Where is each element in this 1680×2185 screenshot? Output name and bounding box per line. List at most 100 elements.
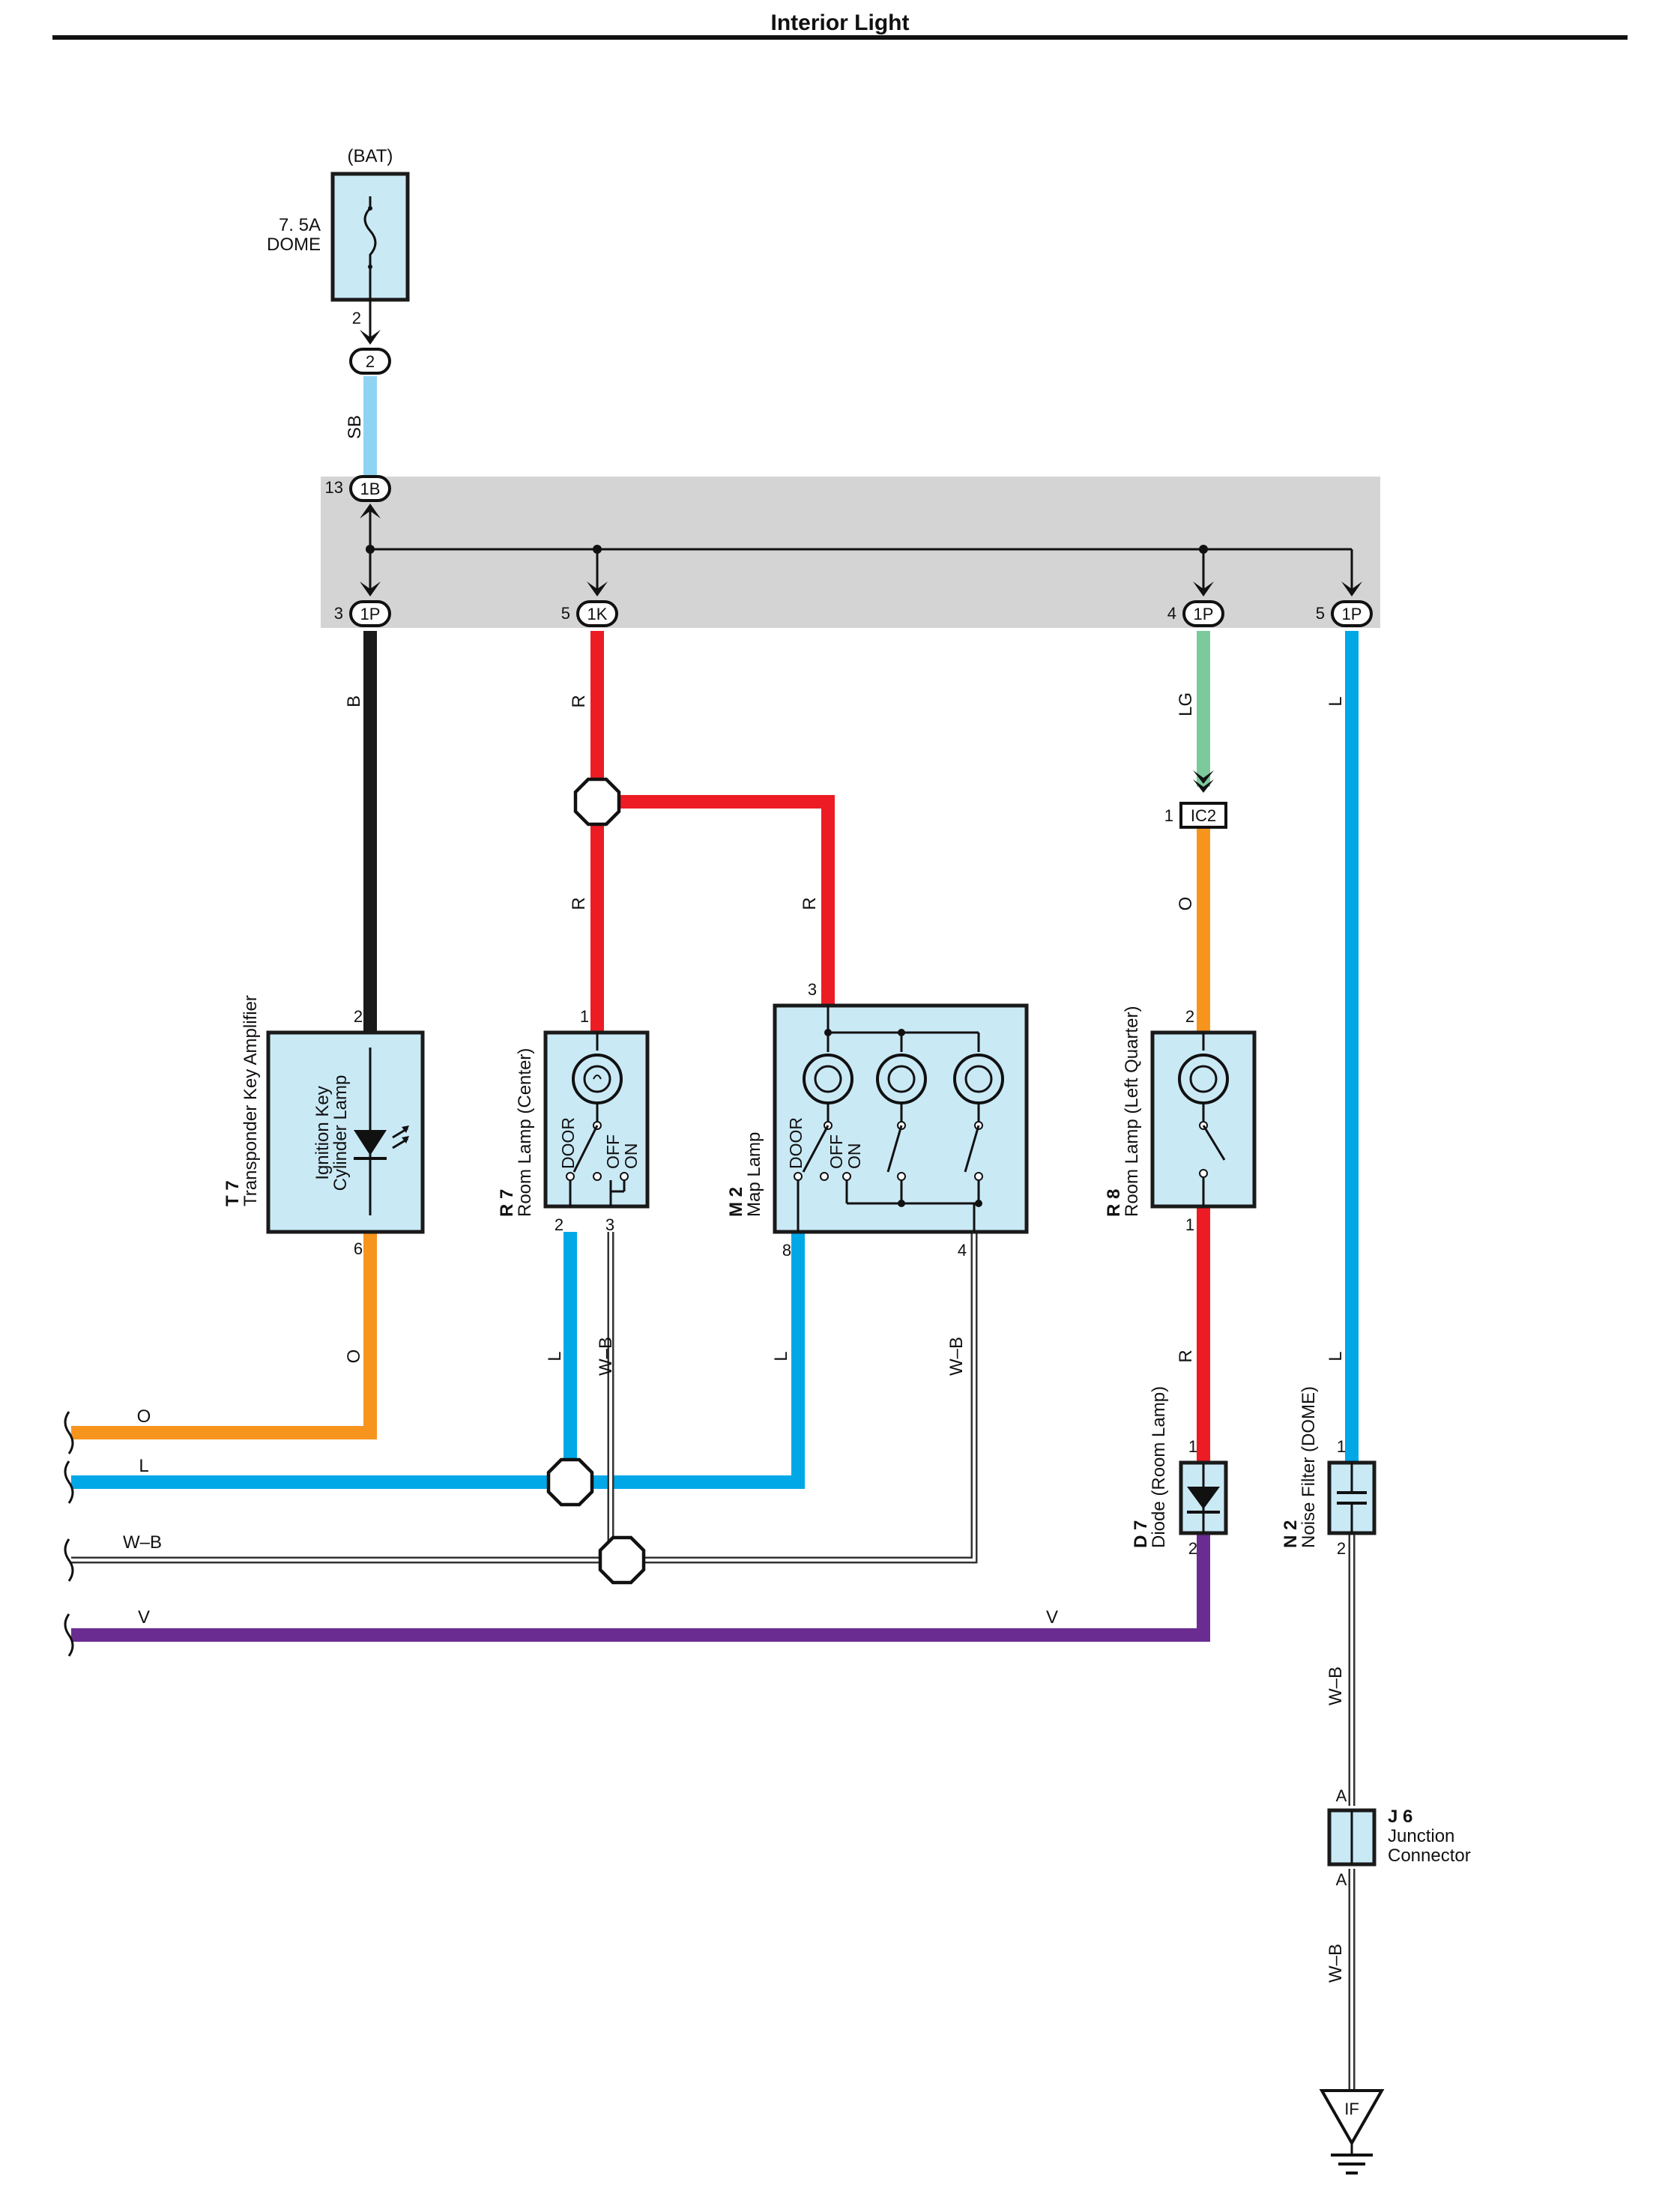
wire-label-r4: R — [1176, 1350, 1196, 1362]
r7-sw-door: DOOR — [558, 1117, 578, 1169]
t7-id: T 7 — [223, 1180, 243, 1206]
m2-id: M 2 — [726, 1187, 746, 1217]
page-title: Interior Light — [771, 10, 910, 35]
wire-l-map — [570, 1232, 805, 1489]
r8-lamp-icon — [1178, 1033, 1229, 1206]
wire-label-o-left: O — [137, 1406, 151, 1427]
wire-v — [71, 1533, 1210, 1642]
n2-pin-bottom: 2 — [1337, 1539, 1346, 1558]
wire-label-l3: L — [771, 1351, 791, 1361]
ic2-connector — [1179, 802, 1227, 829]
m2-pin-bottom-left: 8 — [782, 1241, 791, 1260]
wire-label-l2: L — [545, 1351, 565, 1361]
m2-name: Map Lamp — [744, 1132, 764, 1217]
wire-label-o1: O — [1176, 897, 1196, 911]
splice-l — [546, 1457, 594, 1507]
j6-line2: Connector — [1388, 1846, 1471, 1866]
wire-break-marks — [64, 1411, 74, 1657]
t7-name: Transponder Key Amplifier — [241, 995, 261, 1206]
wire-label-l4: L — [1326, 1351, 1346, 1361]
r7-sw-off: OFF — [603, 1134, 623, 1169]
t7-inner-line2: Cylinder Lamp — [330, 1075, 351, 1191]
r7-name: Room Lamp (Center) — [515, 1048, 535, 1217]
led-icon — [354, 1048, 409, 1215]
d7-pin-top: 1 — [1188, 1437, 1197, 1456]
wire-label-b: B — [344, 695, 364, 707]
m2-lamp-icons — [794, 1006, 1004, 1232]
jb-out-2-connector: 1K — [587, 605, 608, 623]
ic2-connector-label: IC2 — [1191, 806, 1216, 825]
wire-wb-group — [71, 1232, 1356, 2091]
wire-label-r2: R — [569, 897, 589, 910]
d7-id: D 7 — [1131, 1520, 1151, 1548]
m2-sw-off: OFF — [827, 1134, 846, 1169]
n2-id: N 2 — [1281, 1520, 1301, 1548]
wire-label-o2: O — [344, 1350, 364, 1364]
wire-label-sb: SB — [345, 415, 365, 439]
wire-r-map — [597, 795, 835, 1006]
ground-icon — [1319, 2089, 1385, 2147]
wire-label-wb3: W–B — [1326, 1666, 1346, 1705]
j6-line1: Junction — [1388, 1826, 1454, 1846]
jb-out-4-connector: 1P — [1342, 605, 1362, 623]
r7-pin-bottom-right: 3 — [605, 1215, 614, 1234]
r7-sw-on: ON — [621, 1143, 641, 1170]
r7-switch-contacts — [566, 1172, 629, 1206]
j6-pin-top: A — [1336, 1786, 1347, 1805]
fuse-connector-label: 2 — [366, 352, 375, 371]
fuse-rating: 7. 5A — [279, 215, 321, 235]
jb-out-3-connector: 1P — [1194, 605, 1214, 623]
wire-label-r1: R — [569, 695, 589, 707]
wire-label-wb1: W–B — [596, 1337, 616, 1376]
m2-sw-door: DOOR — [786, 1117, 806, 1169]
r7-pin-bottom-left: 2 — [555, 1215, 563, 1234]
connector-arrow-icon — [360, 330, 381, 345]
r8-pin-bottom: 1 — [1185, 1215, 1194, 1234]
wire-label-l-left: L — [139, 1456, 148, 1476]
n2-pin-top: 1 — [1337, 1437, 1346, 1456]
fuse-source-label: (BAT) — [348, 146, 393, 166]
wire-label-r3: R — [800, 897, 820, 910]
diode-icon — [1187, 1463, 1220, 1533]
r7-id: R 7 — [497, 1189, 517, 1217]
d7-pin-bottom: 2 — [1188, 1539, 1197, 1558]
jb-out-1-pin: 3 — [334, 604, 343, 623]
wire-label-v-left: V — [138, 1607, 150, 1628]
ic2-pin: 1 — [1164, 806, 1173, 825]
wire-label-wb-left: W–B — [123, 1532, 162, 1553]
jb-out-1-connector: 1P — [360, 605, 381, 623]
jb-output-connectors — [349, 600, 1373, 627]
ground-label: IF — [1344, 2100, 1359, 2118]
r8-id: R 8 — [1104, 1189, 1124, 1217]
splice-wb — [598, 1535, 646, 1585]
wire-o — [71, 1232, 377, 1439]
wire-label-wb4: W–B — [1326, 1944, 1346, 1983]
jb-out-2-pin: 5 — [561, 604, 570, 623]
jb-out-3-pin: 4 — [1167, 604, 1176, 623]
t7-pin-bottom: 6 — [354, 1239, 363, 1258]
wire-label-v-right: V — [1046, 1607, 1058, 1628]
r8-pin-top: 2 — [1185, 1007, 1194, 1026]
fuse-pin: 2 — [352, 309, 361, 327]
wire-label-l1: L — [1326, 696, 1346, 706]
jb-input-pin: 13 — [325, 478, 343, 497]
m2-pin-bottom-right: 4 — [958, 1241, 967, 1260]
wire-l-r7 — [71, 1232, 577, 1489]
m2-pin-top: 3 — [808, 980, 817, 999]
splice-r — [573, 777, 621, 826]
fuse-icon — [363, 196, 377, 279]
j6-pin-bottom: A — [1336, 1870, 1347, 1889]
j6-id: J 6 — [1388, 1807, 1412, 1827]
t7-box — [266, 1030, 425, 1234]
capacitor-icon — [1337, 1463, 1367, 1533]
r7-lamp-icon — [572, 1033, 623, 1173]
jb-input-connector-label: 1B — [360, 480, 381, 498]
t7-pin-top: 2 — [354, 1007, 363, 1026]
fuse-name: DOME — [267, 235, 321, 255]
wire-label-lg: LG — [1176, 692, 1196, 716]
wire-label-wb2: W–B — [946, 1337, 967, 1376]
t7-inner-line1: Ignition Key — [312, 1086, 333, 1179]
r8-name: Room Lamp (Left Quarter) — [1122, 1006, 1142, 1217]
d7-name: Diode (Room Lamp) — [1149, 1386, 1169, 1548]
